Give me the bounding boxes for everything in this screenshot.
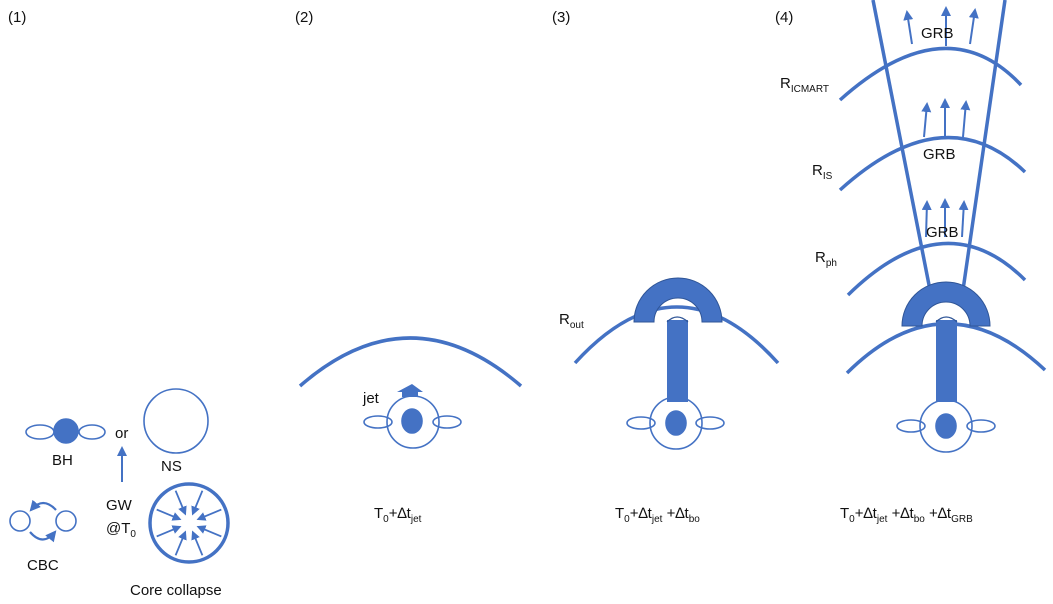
- disk-lobe-left: [626, 416, 656, 430]
- jet-beam: [936, 320, 957, 402]
- infall-arrow: [156, 508, 182, 521]
- central-engine: [896, 399, 996, 453]
- gw-time-label: @T0: [106, 520, 136, 540]
- collapsing-star: [148, 482, 230, 564]
- jet-label: jet: [362, 390, 380, 407]
- stellar-core: [649, 396, 703, 450]
- stellar-core: [919, 399, 973, 453]
- infall-arrow: [174, 490, 187, 516]
- binary-star-right: [55, 510, 77, 532]
- panel-3-caption: T0+∆tjet +∆tbo: [615, 505, 700, 525]
- grb-arrow: [960, 100, 971, 138]
- panel-3: (3) Rout T0+∆tjet +∆tbo: [552, 9, 780, 525]
- photosphere-arc: [846, 241, 1027, 297]
- disk-lobe-right: [966, 419, 996, 433]
- ns-label: NS: [161, 458, 182, 475]
- jet-cocoon: [633, 277, 723, 402]
- panel-1-number: (1): [8, 9, 26, 26]
- black-hole: [665, 410, 687, 436]
- bh-label: BH: [52, 452, 73, 469]
- cbc-label: CBC: [27, 557, 59, 574]
- disk-lobe-right: [695, 416, 725, 430]
- grb-label-top: GRB: [921, 25, 954, 42]
- r-ph-label: Rph: [815, 249, 837, 269]
- orbit-arrow-lower: [29, 530, 57, 543]
- jet-beam: [667, 320, 688, 402]
- jet-edge-right: [961, 0, 1007, 291]
- compact-binary: [9, 499, 77, 543]
- disk-lobe-left: [25, 424, 55, 440]
- disk-lobe-right: [432, 415, 462, 429]
- cocoon-cap: [901, 281, 991, 327]
- outer-shell-arc: [298, 336, 523, 388]
- orbit-arrow-upper: [29, 499, 57, 512]
- stellar-envelope-arc: [573, 305, 780, 365]
- grb-label-mid: GRB: [923, 146, 956, 163]
- panel-2: (2) jet T0+∆tjet: [295, 9, 523, 525]
- binary-star-left: [9, 510, 31, 532]
- icmart-arc: [838, 46, 1023, 102]
- infall-arrow: [156, 525, 182, 538]
- infall-arrows: [156, 490, 222, 556]
- infall-arrow: [174, 530, 187, 556]
- grb-arrow: [958, 200, 969, 238]
- jet-cocoon: [901, 281, 991, 402]
- neutron-star: [143, 388, 209, 454]
- disk-lobe-left: [896, 419, 926, 433]
- jet-edge-left: [871, 0, 932, 291]
- grb-arrow: [968, 8, 979, 45]
- jet-head-outline: [935, 316, 958, 323]
- panel-2-number: (2): [295, 9, 313, 26]
- r-out-label: Rout: [559, 311, 584, 331]
- infall-arrow: [191, 490, 204, 516]
- panel-4-caption: T0+∆tjet +∆tbo +∆tGRB: [840, 505, 973, 525]
- internal-shock-arc: [838, 135, 1027, 192]
- panel-3-number: (3): [552, 9, 570, 26]
- panel-2-caption: T0+∆tjet: [374, 505, 422, 525]
- infall-arrow: [196, 525, 222, 538]
- r-is-label: RIS: [812, 162, 833, 182]
- jet-head: [397, 384, 423, 397]
- panel-4: (4) GRB GRB GRB RICMART RIS Rph: [775, 0, 1047, 525]
- infall-arrow: [196, 508, 222, 521]
- core-collapse-label: Core collapse: [130, 582, 222, 599]
- grb-arrow: [921, 200, 932, 238]
- black-hole: [935, 413, 957, 439]
- r-icmart-label: RICMART: [780, 75, 829, 95]
- black-hole: [53, 418, 79, 444]
- disk-lobe-right: [78, 424, 106, 440]
- jet-head-outline: [666, 316, 689, 323]
- infall-arrow: [191, 530, 204, 556]
- central-engine: [626, 396, 725, 450]
- panel-1: (1) BH or NS GW @T0 CBC Core collapse: [8, 9, 230, 599]
- core-collapse-star: [148, 482, 230, 564]
- grb-arrows: [903, 6, 979, 238]
- grb-label-low: GRB: [926, 224, 959, 241]
- jet-opening-lines: [871, 0, 1007, 291]
- gw-label: GW: [106, 497, 133, 514]
- or-label: or: [115, 425, 128, 442]
- cocoon-cap: [633, 277, 723, 323]
- disk-lobe-left: [363, 415, 393, 429]
- black-hole-with-disk: [25, 418, 106, 444]
- panel-4-number: (4): [775, 9, 793, 26]
- grb-arrow: [921, 102, 932, 138]
- black-hole: [401, 408, 423, 434]
- grb-arrow: [903, 10, 914, 45]
